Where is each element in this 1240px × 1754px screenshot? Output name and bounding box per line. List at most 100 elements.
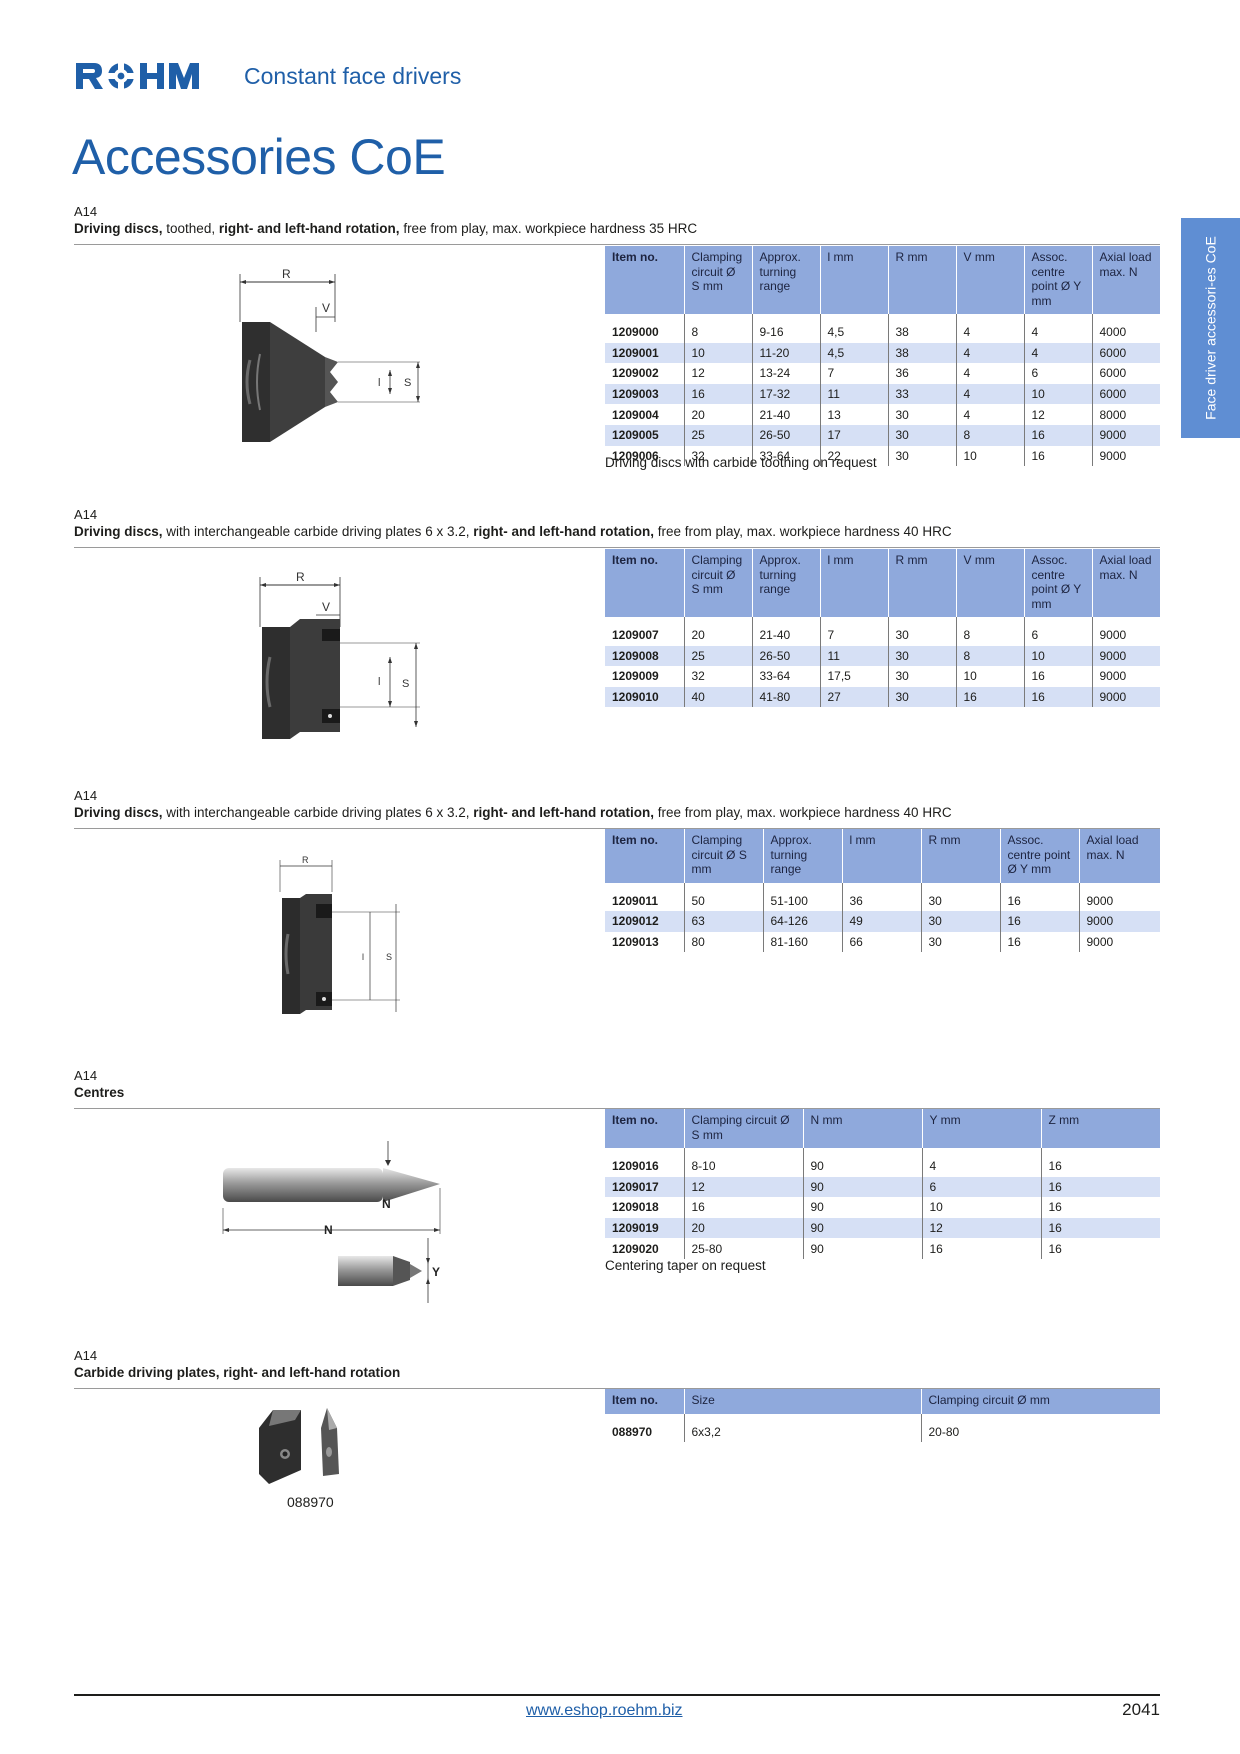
section-divider [74,547,1160,548]
table-cell: 10 [955,666,1024,687]
section-code: A14 [74,204,98,219]
table-cell: 49 [841,911,921,932]
driving-disc-toothed-drawing: R V l S [239,267,420,442]
table-cell: 80 [683,931,763,953]
table-cell: 41-80 [751,686,820,708]
table-cell: 16 [683,383,752,405]
table-cell: 12 [1023,404,1092,425]
table-cell: 36 [841,890,921,912]
dim-s-label: S [402,678,409,690]
dim-v-label: V [322,600,330,614]
table-cell: 30 [920,911,1000,932]
spacer-cell [1040,1148,1160,1156]
table-cell: 16 [1023,666,1092,687]
column-header: Approx. turning range [751,246,820,314]
spacer-cell [819,617,888,625]
table-cell: 9000 [1091,666,1160,687]
column-header: Assoc. centre point Ø Y mm [999,829,1079,883]
table-cell: 90 [802,1217,922,1239]
column-header: Y mm [921,1109,1041,1148]
table-cell: 30 [887,686,956,708]
driving-disc-plates-drawing: R V l S [259,570,420,739]
table-cell: 25 [683,424,752,446]
table-cell: 33 [887,383,956,405]
table-cell: 8 [955,424,1024,446]
table-cell: 4 [955,404,1024,425]
table-cell: 10 [921,1197,1041,1218]
table-cell: 9000 [1091,686,1160,708]
spacer-cell [819,314,888,322]
table-cell: 20 [683,404,752,425]
table-cell: 11-20 [751,342,820,364]
description-bold: Carbide driving plates, right- and left-… [74,1365,401,1380]
spacer-cell [920,882,1000,891]
column-header: Clamping circuit Ø mm [920,1389,1160,1414]
table-cell: 30 [887,445,956,467]
page-number: 2041 [1122,1700,1160,1719]
column-header: Size [683,1389,921,1414]
spacer-cell [605,1148,684,1156]
table-cell: 4 [955,363,1024,384]
table-spacer [605,1413,1160,1422]
dim-n-bottom-label: N [324,1223,333,1237]
column-header: Item no. [605,829,684,883]
table-cell: 16 [1023,686,1092,708]
dim-l-label: l [362,952,364,962]
side-tab[interactable]: Face driver accessori-es CoE [1181,218,1240,438]
column-header: Assoc. centre point Ø Y mm [1023,246,1092,314]
table-cell: 16 [1040,1176,1160,1198]
item-number-cell: 1209004 [612,407,659,422]
table-cell: 30 [887,424,956,446]
spacer-cell [887,617,956,625]
item-number-cell: 1209000 [612,325,659,340]
item-number-cell: 1209009 [612,669,659,684]
description-bold: right- and left-hand rotation, [473,524,654,539]
item-number-cell: 1209017 [605,1176,684,1198]
table-cell: 25 [683,645,752,667]
table-cell: 21-40 [751,625,820,646]
section-divider [74,828,1160,829]
description-bold: Centres [74,1085,125,1100]
table-cell: 8 [955,645,1024,667]
table-cell: 4 [955,322,1024,343]
dim-v-label: V [322,301,330,315]
eshop-link[interactable]: www.eshop.roehm.biz [526,1702,683,1719]
spacer-cell [841,882,921,891]
item-number-cell: 088970 [612,1424,653,1439]
table-cell: 6000 [1091,383,1160,405]
table-cell: 16 [921,1238,1041,1259]
spacer-cell [921,1148,1041,1156]
table-cell: 10 [1023,383,1092,405]
table-cell: 40 [683,686,752,708]
spacer-cell [1091,314,1160,322]
table-cell: 33-64 [751,445,820,467]
section-divider [74,1388,1160,1389]
description-bold: Driving discs, [74,805,163,820]
dim-s-label: S [404,377,411,389]
column-header: R mm [920,829,1000,883]
table-cell: 16 [683,1197,803,1218]
spacer-cell [955,617,1024,625]
spacer-cell [605,617,684,625]
table-cell: 10 [1023,645,1092,667]
dim-r-label: R [302,855,309,865]
section-code: A14 [74,507,98,522]
table-cell: 27 [819,686,888,708]
spacer-cell [605,883,684,891]
table-cell: 17,5 [819,666,888,687]
item-number-cell: 1209006 [612,448,659,463]
table-cell: 12 [683,363,752,384]
table-cell: 30 [887,404,956,425]
